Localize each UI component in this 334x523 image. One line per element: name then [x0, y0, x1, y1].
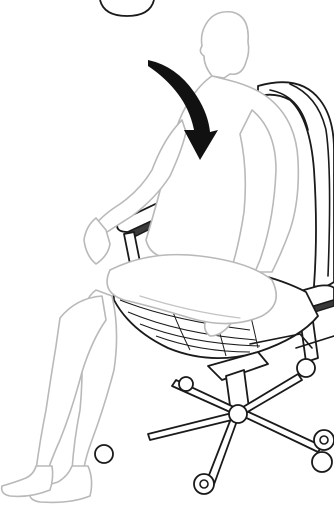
person-left-foot: [2, 466, 53, 496]
caster-wheel: [95, 445, 113, 463]
ghost-person: [2, 12, 299, 503]
caster-wheel: [314, 430, 334, 450]
person-head: [200, 12, 248, 78]
caster-wheel: [179, 377, 193, 391]
caster-wheel: [194, 474, 214, 494]
caster-wheel: [297, 359, 315, 377]
circle-callout-icon: [100, 0, 154, 16]
caster-wheel: [312, 452, 332, 472]
